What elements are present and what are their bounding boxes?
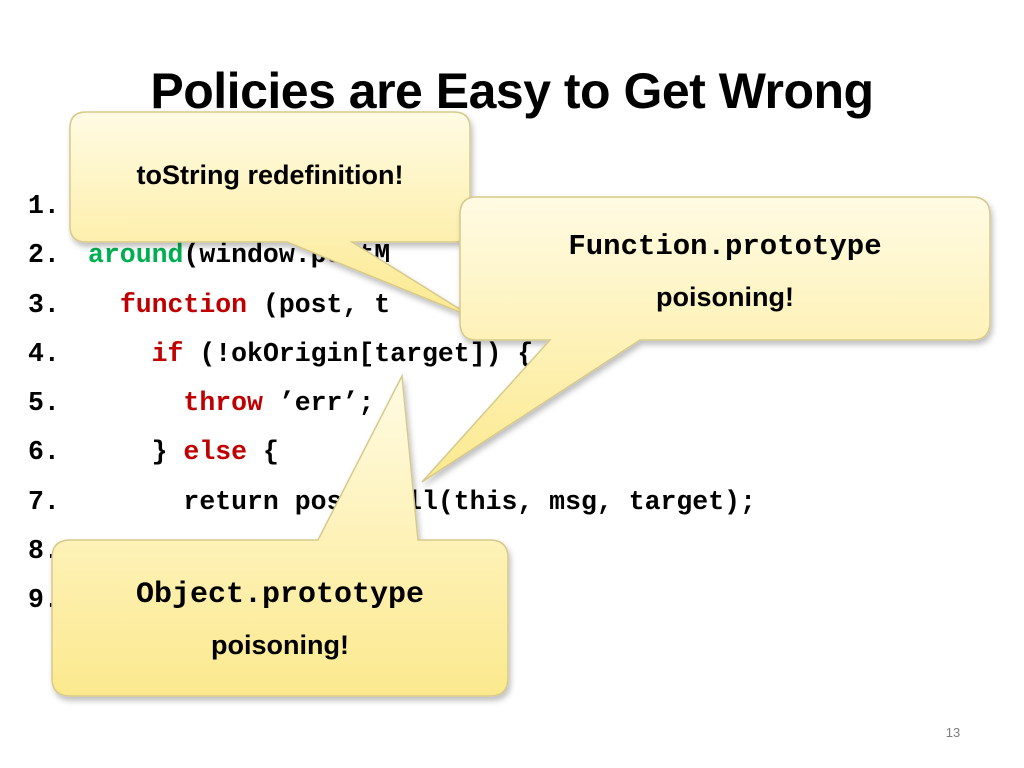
keyword: throw (183, 388, 263, 419)
line-number: 7. (28, 486, 60, 517)
code-text: (post, t (247, 289, 391, 320)
callout-function-prototype-code: Function.prototype (568, 230, 882, 263)
callout-object-prototype-label: poisoning! (211, 630, 349, 660)
callout-tostring-bubble (69, 111, 475, 319)
code-text: (!okOrigin[target]) { (183, 338, 534, 369)
code-line: 5. throw ’err’; (28, 379, 756, 428)
line-number: 3. (28, 289, 60, 320)
line-number: 5. (28, 388, 60, 419)
keyword: if (151, 338, 184, 369)
keyword: function (119, 289, 248, 320)
code-line: 1. (28, 182, 756, 231)
line-number: 4. (28, 338, 60, 369)
line-number: 6. (28, 437, 60, 468)
callout-function-prototype: Function.prototype poisoning! (460, 222, 990, 322)
code-text: { (247, 437, 279, 468)
page-number: 13 (945, 725, 961, 740)
code-line: 4. if (!okOrigin[target]) { (28, 330, 756, 379)
line-number: 1. (28, 191, 60, 221)
callout-tostring-text: toString redefinition! (136, 160, 404, 190)
keyword: else (183, 437, 248, 468)
slide-title: Policies are Easy to Get Wrong (150, 63, 874, 119)
code-line: 6. } else { (28, 428, 756, 477)
advice-keyword: around (88, 240, 184, 271)
code-text: ’err’; (262, 388, 375, 419)
callout-function-prototype-bubble (421, 196, 991, 483)
line-number: 2. (28, 240, 60, 271)
code-line: 3. function (post, t (28, 281, 756, 330)
callout-object-prototype-bubble (51, 373, 509, 697)
callout-object-prototype-code: Object.prototype (135, 578, 425, 612)
code-text: } (88, 437, 184, 468)
callout-object-prototype: Object.prototype poisoning! (52, 570, 508, 670)
callout-function-prototype-label: poisoning! (656, 282, 794, 312)
